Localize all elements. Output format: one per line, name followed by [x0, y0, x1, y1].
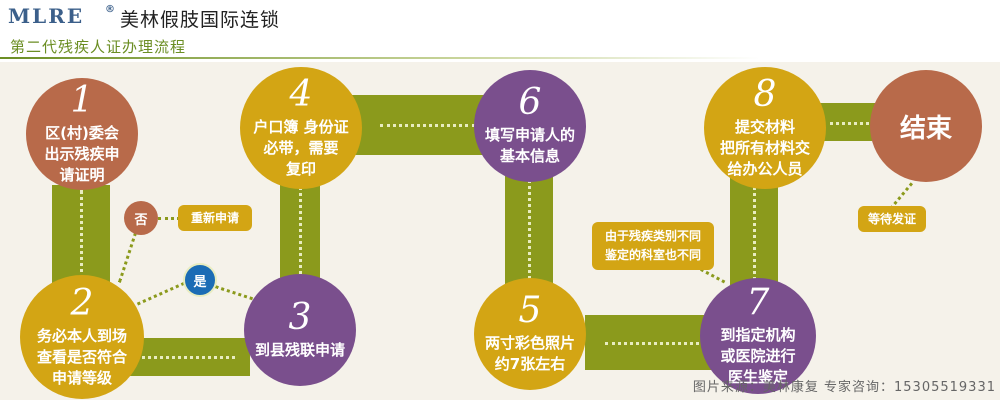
footer-credit: 图片来源：美林康复 专家咨询：15305519331 [692, 380, 996, 395]
step-number: 4 [289, 73, 313, 115]
step-text: 填写申请人的 基本信息 [484, 126, 575, 165]
step-8-circle: 8 提交材料 把所有材料交 给办公人员 [704, 67, 826, 189]
step-5-circle: 5 两寸彩色照片 约7张左右 [474, 278, 586, 390]
end-text: 结束 [899, 113, 952, 144]
step-text: 提交材料 把所有材料交 给办公人员 [719, 117, 810, 178]
connector-dots [830, 122, 875, 125]
waiting-label: 等待发证 [858, 206, 926, 232]
step-text: 务必本人到场 查看是否符合 申请等级 [36, 326, 127, 387]
connector-dots [753, 175, 756, 280]
step-text: 户口簿 身份证 必带，需要 复印 [253, 117, 349, 178]
page-subtitle: 第二代残疾人证办理流程 [10, 38, 187, 56]
connector-dots [80, 190, 83, 280]
step-6-circle: 6 填写申请人的 基本信息 [474, 70, 586, 182]
step-number: 2 [70, 282, 94, 324]
step-2-circle: 2 务必本人到场 查看是否符合 申请等级 [20, 275, 144, 399]
registered-mark: ® [105, 4, 115, 15]
step-text: 两寸彩色照片 约7张左右 [484, 334, 575, 373]
company-name: 美林假肢国际连锁 [120, 9, 281, 31]
connector-dots [299, 180, 302, 280]
step-number: 3 [288, 296, 312, 338]
step-number: 1 [70, 79, 94, 121]
step-7-circle: 7 到指定机构 或医院进行 医生鉴定 [700, 278, 816, 394]
step-text: 区(村)委会 出示残疾申 请证明 [44, 123, 120, 184]
branch-line-reapply [158, 217, 180, 220]
step-text: 到县残联申请 [254, 340, 345, 359]
step-3-circle: 3 到县残联申请 [244, 274, 356, 386]
step-number: 8 [753, 73, 777, 115]
connector-dots [528, 180, 531, 285]
step-number: 7 [746, 281, 770, 323]
step-number: 6 [518, 82, 542, 123]
connector-dots [135, 356, 235, 359]
step-1-circle: 1 区(村)委会 出示残疾申 请证明 [26, 78, 138, 190]
step-text: 到指定机构 或医院进行 医生鉴定 [720, 325, 796, 386]
brand-logo-text: MLRE [8, 4, 85, 28]
branch-yes-marker: 是 [183, 263, 217, 297]
note-label: 由于残疾类别不同 鉴定的科室也不同 [592, 222, 714, 270]
connector-dots [380, 124, 475, 127]
step-number: 5 [518, 290, 542, 331]
step-4-circle: 4 户口簿 身份证 必带，需要 复印 [240, 67, 362, 189]
header-divider [0, 57, 760, 59]
end-circle: 结束 [870, 70, 982, 182]
connector-dots [605, 342, 705, 345]
branch-no-marker: 否 [124, 201, 158, 235]
reapply-label: 重新申请 [178, 205, 252, 231]
